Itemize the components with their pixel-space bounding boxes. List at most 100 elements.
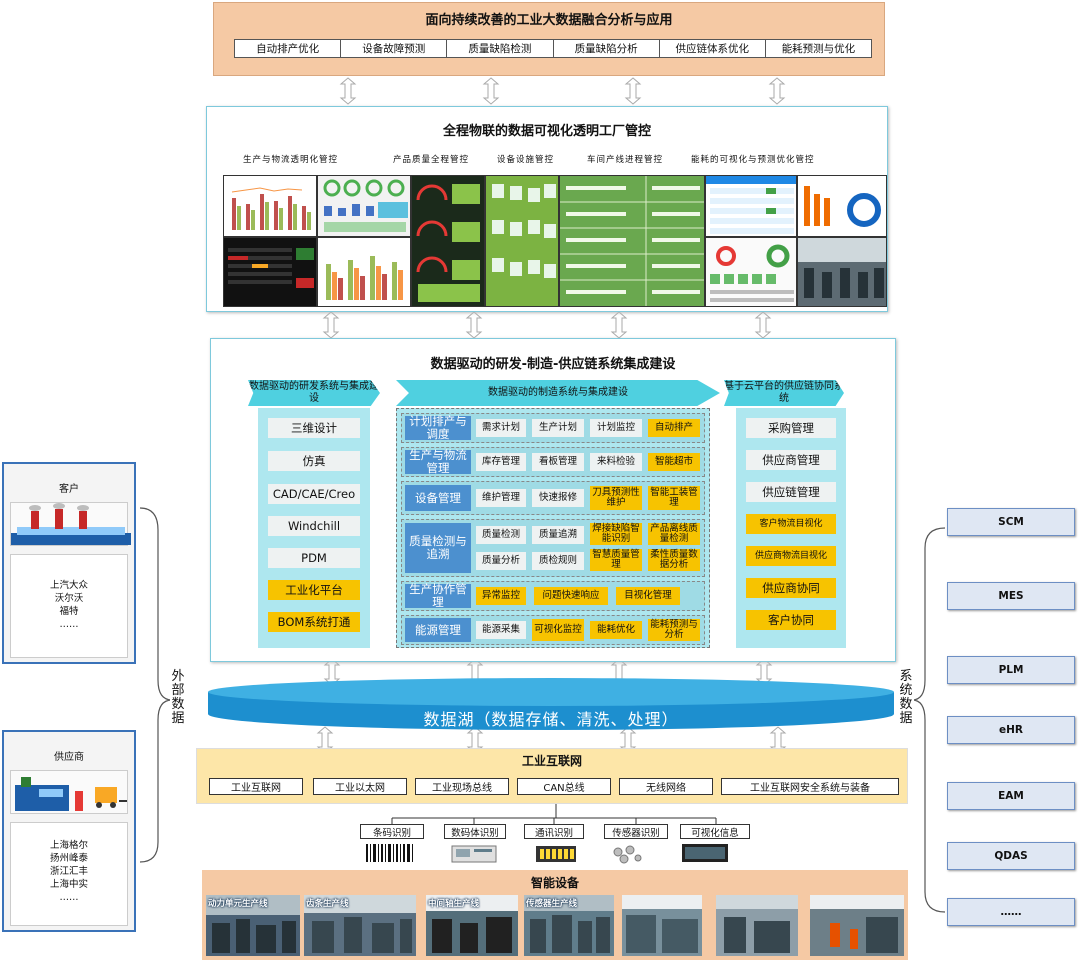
- app-item[interactable]: 质量缺陷检测: [447, 40, 554, 57]
- rd-item[interactable]: Windchill: [268, 516, 360, 536]
- mfg-cell[interactable]: 维护管理: [476, 489, 526, 507]
- mfg-row: 设备管理 维护管理 快速报修 刀具预测性维护 智能工装管理: [401, 481, 705, 515]
- supply-item[interactable]: 客户物流目视化: [746, 514, 836, 534]
- dashboard-thumbnail[interactable]: [705, 175, 797, 237]
- communication-module-icon: [536, 846, 576, 862]
- mfg-cell[interactable]: 库存管理: [476, 453, 526, 471]
- system-box[interactable]: SCM: [947, 508, 1075, 536]
- dashboard-thumbnail[interactable]: [797, 175, 887, 237]
- mfg-cell[interactable]: 刀具预测性维护: [590, 486, 642, 510]
- supply-item[interactable]: 供应商管理: [746, 450, 836, 470]
- display-monitor-icon: [682, 844, 728, 862]
- mfg-cell[interactable]: 质量追溯: [532, 526, 584, 544]
- network-item[interactable]: 工业互联网: [209, 778, 303, 795]
- production-line-photo[interactable]: 中间轴生产线: [426, 895, 518, 956]
- dashboard-thumbnail[interactable]: [411, 175, 485, 307]
- supply-item[interactable]: 供应商协同: [746, 578, 836, 598]
- warehouse-truck-icon: [15, 777, 127, 811]
- dashboard-thumbnail[interactable]: [317, 175, 411, 237]
- customer-factory-illustration: [10, 502, 131, 546]
- production-line-photo[interactable]: [622, 895, 702, 956]
- system-box[interactable]: PLM: [947, 656, 1075, 684]
- system-box[interactable]: eHR: [947, 716, 1075, 744]
- network-item[interactable]: 工业以太网: [313, 778, 407, 795]
- app-item[interactable]: 设备故障预测: [341, 40, 448, 57]
- production-line-photo[interactable]: 动力单元生产线: [206, 895, 300, 956]
- mfg-cell[interactable]: 计划监控: [590, 419, 642, 437]
- dashboard-thumbnail[interactable]: [223, 175, 317, 237]
- system-box[interactable]: MES: [947, 582, 1075, 610]
- applications-panel: 面向持续改善的工业大数据融合分析与应用 自动排产优化 设备故障预测 质量缺陷检测…: [213, 2, 885, 76]
- mfg-column: 计划排产与调度 需求计划 生产计划 计划监控 自动排产 生产与物流管理 库存管理…: [396, 408, 710, 648]
- rd-item[interactable]: PDM: [268, 548, 360, 568]
- mfg-cell[interactable]: 智慧质量管理: [590, 549, 642, 571]
- production-line-photo[interactable]: 传感器生产线: [524, 895, 614, 956]
- supplier-box: 供应商 上海格尔 扬州峰泰 浙江汇丰 上海中实 ……: [2, 730, 136, 932]
- production-line-label: 齿条生产线: [306, 899, 349, 909]
- mfg-cell[interactable]: 自动排产: [648, 419, 700, 437]
- mfg-cell[interactable]: 异常监控: [476, 587, 526, 605]
- production-line-photo[interactable]: [810, 895, 904, 956]
- mfg-cell[interactable]: 生产计划: [532, 419, 584, 437]
- dashboard-thumbnail[interactable]: [317, 237, 411, 307]
- mfg-row-label: 计划排产与调度: [405, 415, 471, 441]
- production-line-photo[interactable]: [716, 895, 798, 956]
- customer-name: 沃尔沃: [54, 593, 84, 604]
- dashboard-screenshots: [223, 175, 887, 307]
- mfg-cell[interactable]: 来料检验: [590, 453, 642, 471]
- mfg-cell[interactable]: 快速报修: [532, 489, 584, 507]
- app-item[interactable]: 能耗预测与优化: [781, 43, 856, 55]
- mfg-cell[interactable]: 智能超市: [648, 453, 700, 471]
- network-item[interactable]: 工业互联网安全系统与装备: [721, 778, 899, 795]
- mfg-cell[interactable]: 可视化监控: [532, 619, 584, 641]
- supplier-title: 供应商: [54, 752, 84, 763]
- mfg-cell[interactable]: 能耗优化: [590, 621, 642, 639]
- mfg-cell[interactable]: 质量分析: [476, 552, 526, 570]
- app-item[interactable]: 质量缺陷分析: [554, 40, 660, 57]
- system-box[interactable]: EAM: [947, 782, 1075, 810]
- mfg-cell[interactable]: 质量检测: [476, 526, 526, 544]
- system-box[interactable]: QDAS: [947, 842, 1075, 870]
- rd-item[interactable]: 仿真: [268, 451, 360, 471]
- production-line-photo[interactable]: 齿条生产线: [304, 895, 416, 956]
- industrial-internet-title: 工业互联网: [521, 754, 582, 768]
- app-item[interactable]: 自动排产优化: [235, 40, 342, 57]
- factory-photo[interactable]: [797, 237, 887, 307]
- dashboard-thumbnail[interactable]: [485, 175, 559, 307]
- supplier-name: 浙江汇丰: [49, 866, 88, 877]
- app-item[interactable]: 供应链体系优化: [660, 40, 766, 57]
- dashboard-thumbnail[interactable]: [705, 237, 797, 307]
- rd-item[interactable]: 三维设计: [268, 418, 360, 438]
- mfg-cell[interactable]: 柔性质量数据分析: [648, 549, 700, 571]
- rd-item[interactable]: CAD/CAE/Creo: [268, 484, 360, 504]
- mfg-cell[interactable]: 质检规则: [532, 552, 584, 570]
- dashboard-thumbnail[interactable]: [223, 237, 317, 307]
- mfg-cell[interactable]: 能耗预测与分析: [648, 619, 700, 641]
- network-item[interactable]: 工业现场总线: [415, 778, 509, 795]
- mfg-cell[interactable]: 焊接缺陷智能识别: [590, 523, 642, 545]
- mfg-cell[interactable]: 能源采集: [476, 621, 526, 639]
- mfg-cell[interactable]: 产品离线质量检测: [648, 523, 700, 545]
- mfg-cell[interactable]: 智能工装管理: [648, 486, 700, 510]
- rd-item[interactable]: BOM系统打通: [268, 612, 360, 632]
- mfg-row: 计划排产与调度 需求计划 生产计划 计划监控 自动排产: [401, 413, 705, 443]
- network-item[interactable]: 无线网络: [619, 778, 713, 795]
- factory-icon: [11, 503, 131, 545]
- mfg-cell[interactable]: 需求计划: [476, 419, 526, 437]
- rd-item[interactable]: 工业化平台: [268, 580, 360, 600]
- scanner-device-icon: [451, 845, 497, 863]
- supplier-name: 上海格尔: [49, 840, 88, 851]
- supply-item[interactable]: 供应链管理: [746, 482, 836, 502]
- system-box[interactable]: ……: [947, 898, 1075, 926]
- mfg-cell[interactable]: 目视化管理: [616, 587, 680, 605]
- mfg-cell[interactable]: 问题快速响应: [534, 587, 608, 605]
- production-line-label: 动力单元生产线: [208, 899, 268, 909]
- supply-item[interactable]: 供应商物流目视化: [746, 546, 836, 566]
- dashboard-thumbnail[interactable]: [559, 175, 705, 307]
- supplier-list: 上海格尔 扬州峰泰 浙江汇丰 上海中实 ……: [10, 822, 128, 926]
- supply-item[interactable]: 客户协同: [746, 610, 836, 630]
- supply-item[interactable]: 采购管理: [746, 418, 836, 438]
- network-item[interactable]: CAN总线: [517, 778, 611, 795]
- data-lake-label: 数据湖（数据存储、清洗、处理）: [423, 710, 679, 729]
- mfg-cell[interactable]: 看板管理: [532, 453, 584, 471]
